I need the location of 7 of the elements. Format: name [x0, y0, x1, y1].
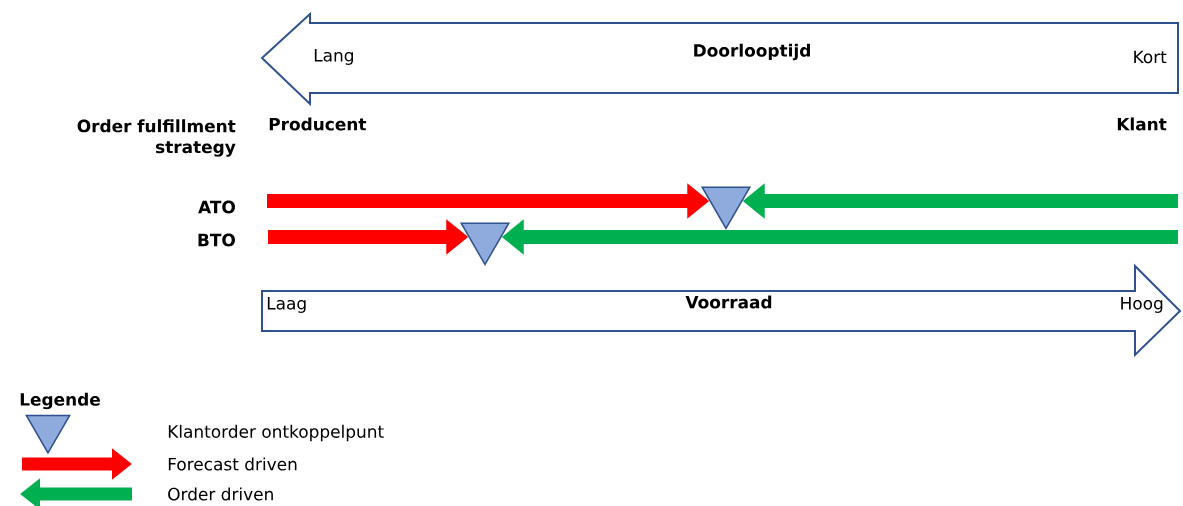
strategy-label: Order fulfillment strategy	[77, 119, 236, 157]
legend-text: Forecast driven	[168, 457, 297, 471]
row-label: ATO	[198, 200, 235, 214]
row-label: BTO	[198, 233, 235, 247]
legend-text: Order driven	[168, 487, 273, 501]
legend-title: Legende	[20, 392, 100, 410]
legend-text: Klantorder ontkoppelpunt	[168, 424, 384, 442]
